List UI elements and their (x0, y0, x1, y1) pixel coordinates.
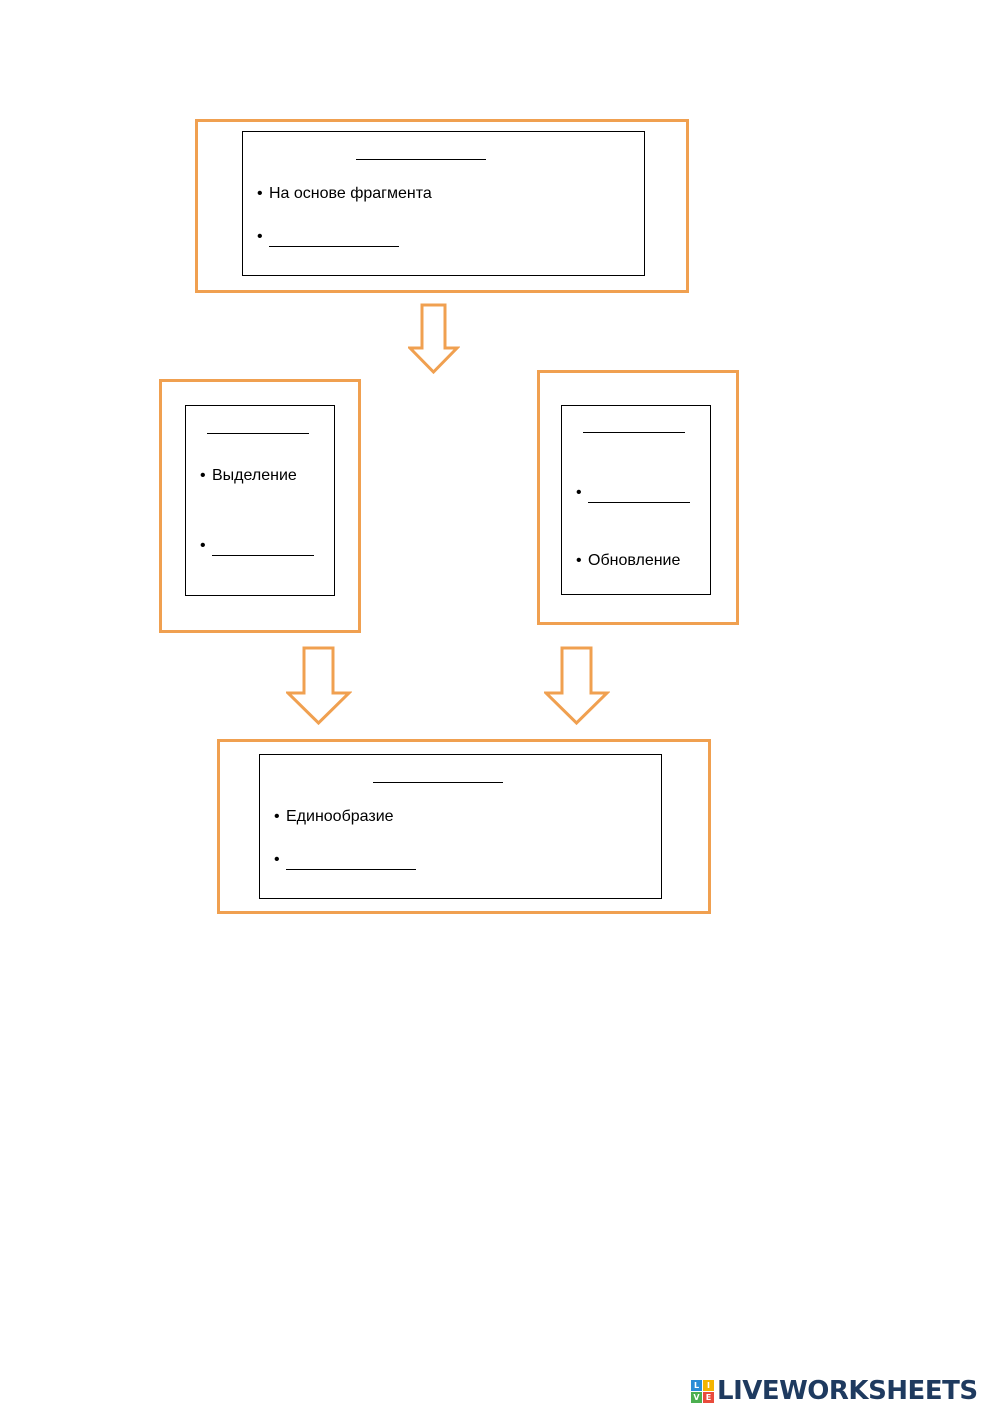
right-title-blank[interactable] (583, 432, 685, 433)
bullet-icon: • (200, 467, 206, 484)
bullet-icon: • (257, 228, 263, 245)
left-item-1: • Выделение (200, 466, 297, 486)
left-item-2-blank[interactable] (212, 541, 314, 556)
bullet-icon: • (200, 537, 206, 554)
bottom-item-2: • (274, 850, 416, 870)
logo-letter-i: I (703, 1379, 714, 1391)
logo-mark-icon: L I V E (691, 1379, 714, 1403)
top-item-2-blank[interactable] (269, 232, 399, 247)
left-title-blank[interactable] (207, 433, 309, 434)
down-arrow-icon (544, 646, 610, 726)
bullet-icon: • (576, 552, 582, 569)
bullet-icon: • (576, 484, 582, 501)
bottom-item-1: • Единообразие (274, 807, 394, 827)
right-item-2: • Обновление (576, 551, 680, 571)
down-arrow-icon (286, 646, 352, 726)
brand-name: LIVEWORKSHEETS (717, 1376, 978, 1406)
left-item-2: • (200, 536, 314, 556)
right-inner-box: • • Обновление (561, 405, 711, 595)
bottom-inner-box: • Единообразие • (259, 754, 662, 899)
left-item-1-label: Выделение (212, 467, 297, 484)
left-inner-box: • Выделение • (185, 405, 335, 596)
right-item-2-label: Обновление (588, 552, 681, 569)
liveworksheets-logo[interactable]: L I V E LIVEWORKSHEETS (691, 1373, 978, 1409)
right-item-1: • (576, 483, 690, 503)
bullet-icon: • (257, 185, 263, 202)
logo-letter-l: L (691, 1379, 702, 1391)
right-item-1-blank[interactable] (588, 488, 690, 503)
bottom-item-1-label: Единообразие (286, 808, 394, 825)
bullet-icon: • (274, 851, 280, 868)
top-item-1-label: На основе фрагмента (269, 185, 432, 202)
top-item-2: • (257, 227, 399, 247)
down-arrow-icon (408, 303, 460, 375)
logo-letter-v: V (691, 1391, 702, 1403)
top-title-blank[interactable] (356, 159, 486, 160)
bullet-icon: • (274, 808, 280, 825)
bottom-item-2-blank[interactable] (286, 855, 416, 870)
logo-letter-e: E (703, 1391, 714, 1403)
top-inner-box: • На основе фрагмента • (242, 131, 645, 276)
top-item-1: • На основе фрагмента (257, 184, 432, 204)
bottom-title-blank[interactable] (373, 782, 503, 783)
